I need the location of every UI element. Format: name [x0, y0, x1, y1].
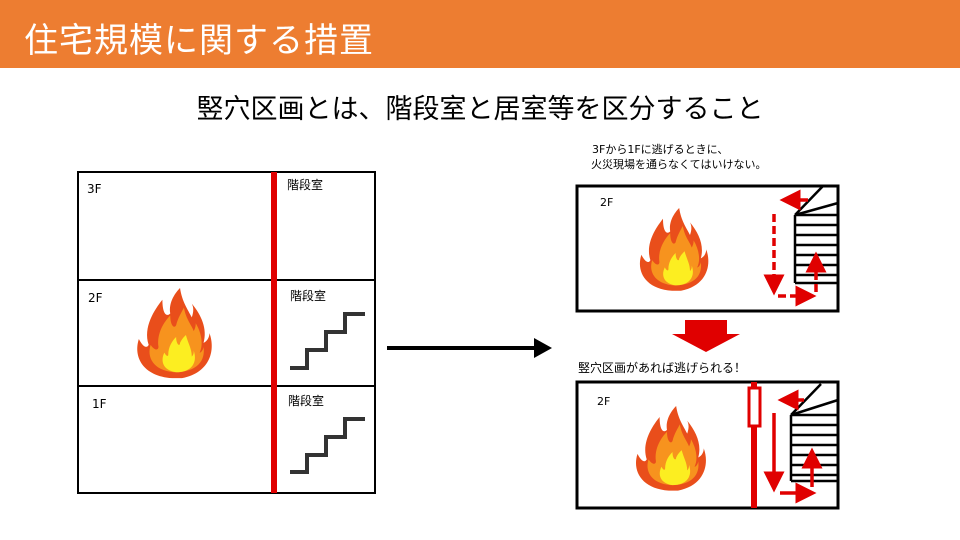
subtitle: 竪穴区画とは、階段室と居室等を区分すること: [196, 94, 764, 125]
fire-icon: [137, 288, 212, 379]
floor-label-2f: 2F: [600, 196, 614, 209]
slide-title: 住宅規模に関する措置: [24, 21, 374, 61]
floor-label-2f: 2F: [88, 291, 103, 305]
title-bar: 住宅規模に関する措置: [0, 0, 960, 68]
right-bottom-diagram: [575, 380, 840, 510]
result-note: 竪穴区画があれば逃げられる！: [578, 361, 747, 375]
left-building: [77, 171, 376, 494]
fire-icon: [635, 406, 706, 491]
note-line-1: 3Fから1Fに逃げるときに、: [592, 143, 729, 156]
note-line-2: 火災現場を通らなくてはいけない。: [591, 158, 767, 171]
floor-label-2f: 2F: [597, 395, 611, 408]
stair-room-label: 階段室: [287, 178, 324, 192]
stairs-icon: [290, 417, 365, 474]
partition-door: [747, 386, 762, 428]
stair-room-label: 階段室: [288, 394, 325, 408]
stairs-icon: [290, 312, 365, 370]
floor-label-3f: 3F: [87, 182, 102, 196]
stair-room-label: 階段室: [290, 289, 327, 303]
arrow-down-icon: [672, 320, 740, 352]
right-top-diagram: [575, 184, 840, 313]
fire-icon: [639, 208, 709, 291]
floor-label-1f: 1F: [92, 397, 107, 411]
